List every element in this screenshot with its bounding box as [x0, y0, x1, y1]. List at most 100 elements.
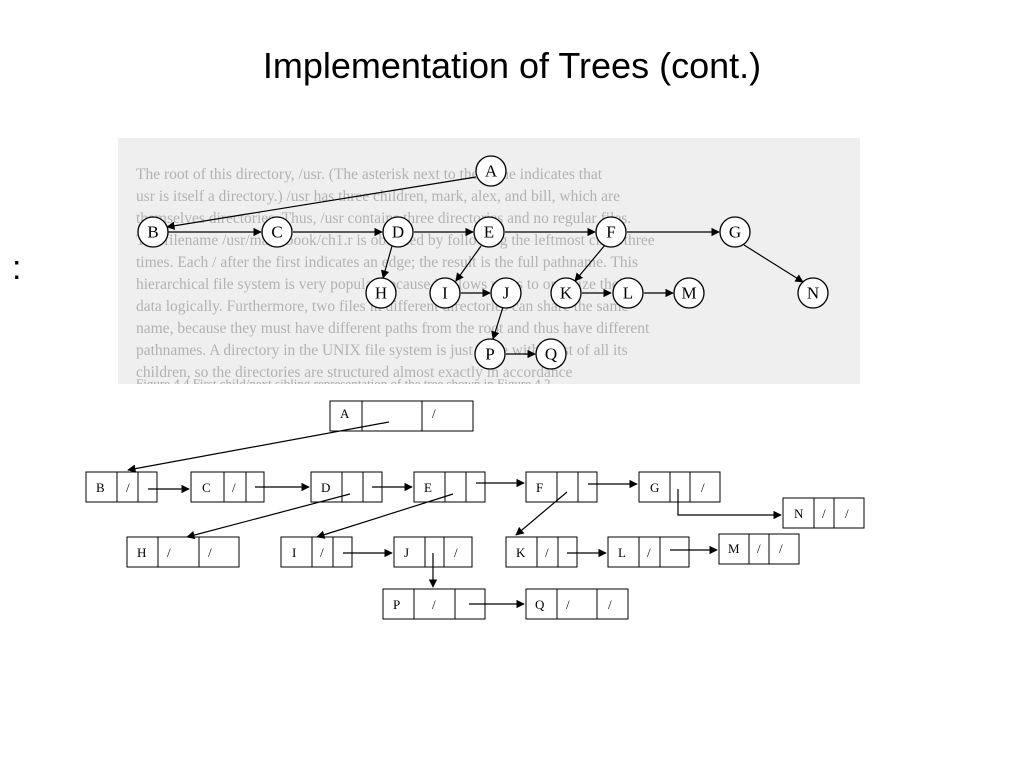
tree-node-F	[595, 216, 627, 248]
tree-node-label: N	[807, 284, 819, 303]
tree-node-Q	[535, 338, 567, 370]
node-box-P	[382, 588, 486, 620]
node-label-J: J	[404, 545, 409, 560]
node-null-M-sibling: /	[779, 541, 783, 556]
tree-node-label: A	[485, 162, 498, 181]
tree-node-label: L	[623, 284, 633, 303]
tree-node-label: B	[147, 223, 158, 242]
tree-node-K	[550, 277, 582, 309]
node-box-D	[310, 471, 383, 503]
background-text-line: usr is itself a directory.) /usr has thr…	[136, 188, 621, 205]
tree-node-P	[474, 338, 506, 370]
pointer-A-first-child	[127, 421, 390, 473]
tree-node-label: H	[375, 284, 387, 303]
tree-nodes	[137, 155, 829, 370]
tree-node-label: K	[560, 284, 573, 303]
pointer-D-first-child	[186, 493, 351, 540]
tree-node-label: I	[442, 284, 448, 303]
node-label-B: B	[96, 480, 105, 495]
background-text-line: name, because they must have different p…	[136, 320, 650, 337]
tree-node-label: G	[729, 223, 741, 242]
node-label-H: H	[137, 545, 146, 560]
bullet-colon: :	[12, 249, 22, 287]
scanned-tree-figure: The root of this directory, /usr. (The a…	[118, 138, 860, 384]
tree-graph: A B C D E F G H I J K L M N P Q	[137, 155, 829, 370]
tree-node-label: Q	[545, 345, 557, 364]
node-null-I-child: /	[320, 545, 324, 560]
node-null-N-child: /	[822, 506, 826, 521]
node-box-Q	[525, 588, 629, 620]
node-label-F: F	[536, 480, 543, 495]
tree-node-N	[797, 277, 829, 309]
tree-node-M	[673, 277, 705, 309]
node-box-L	[607, 536, 690, 568]
node-null-B-child: /	[126, 480, 130, 495]
slide-title: Implementation of Trees (cont.)	[262, 45, 762, 86]
node-null-H-sibling: /	[208, 545, 212, 560]
pointer-F-first-child	[515, 491, 568, 536]
figure-caption: Figure 4.4 First child/next sibling repr…	[136, 376, 551, 384]
tree-node-I	[429, 277, 461, 309]
node-box-G	[638, 471, 721, 503]
node-label-C: C	[202, 480, 211, 495]
tree-node-E	[473, 216, 505, 248]
node-null-P-child: /	[432, 597, 436, 612]
tree-node-L	[612, 277, 644, 309]
background-text-line: themselves directories. Thus, /usr conta…	[136, 210, 632, 227]
node-label-Q: Q	[535, 597, 545, 612]
node-label-G: G	[650, 480, 659, 495]
tree-edge-A-B	[166, 176, 477, 230]
tree-node-label: P	[485, 345, 494, 364]
node-box-N	[782, 497, 865, 529]
background-text-line: children, so the directories are structu…	[136, 364, 573, 381]
node-label-A: A	[340, 406, 350, 421]
pointer-G-first-child	[677, 489, 782, 520]
tree-edge-G-N	[743, 244, 804, 283]
tree-node-G	[719, 216, 751, 248]
node-null-Q-sibling: /	[608, 597, 612, 612]
node-label-I: I	[292, 545, 296, 560]
tree-node-C	[261, 216, 293, 248]
tree-node-D	[382, 216, 414, 248]
node-box-C	[190, 471, 265, 503]
pointer-E-first-child	[316, 493, 454, 539]
node-label-E: E	[424, 480, 432, 495]
tree-edge-E-I	[455, 245, 482, 282]
tree-node-label: D	[392, 223, 404, 242]
node-box-B	[85, 471, 158, 503]
tree-node-label: C	[271, 223, 282, 242]
tree-node-label: M	[681, 284, 696, 303]
tree-edge-F-K	[574, 244, 606, 282]
node-label-K: K	[516, 545, 526, 560]
tree-node-A	[475, 155, 507, 187]
node-label-L: L	[618, 545, 626, 560]
node-null-G-sibling: /	[701, 480, 705, 495]
tree-node-H	[365, 277, 397, 309]
node-label-M: M	[728, 541, 740, 556]
node-label-D: D	[321, 480, 330, 495]
tree-node-label: J	[503, 284, 510, 303]
node-null-J-sibling: /	[454, 545, 458, 560]
tree-node-B	[137, 216, 169, 248]
node-null-C-child: /	[232, 480, 236, 495]
node-null-A-sibling: /	[432, 406, 436, 421]
node-null-Q-child: /	[566, 597, 570, 612]
tree-node-label: E	[484, 223, 494, 242]
tree-edge-J-P	[491, 306, 504, 340]
tree-node-label: F	[606, 223, 615, 242]
node-null-H-child: /	[167, 545, 171, 560]
tree-node-J	[490, 277, 522, 309]
node-box-A	[329, 400, 474, 432]
node-null-L-child: /	[647, 545, 651, 560]
node-box-M	[718, 533, 800, 565]
node-box-I	[280, 536, 353, 568]
background-text: The root of this directory, /usr. (The a…	[136, 164, 850, 384]
node-null-M-child: /	[757, 541, 761, 556]
node-null-N-sibling: /	[845, 506, 849, 521]
tree-edge-D-H	[381, 245, 393, 279]
node-box-H	[126, 536, 240, 568]
node-label-P: P	[393, 597, 400, 612]
node-label-N: N	[794, 506, 804, 521]
node-box-E	[413, 471, 486, 503]
